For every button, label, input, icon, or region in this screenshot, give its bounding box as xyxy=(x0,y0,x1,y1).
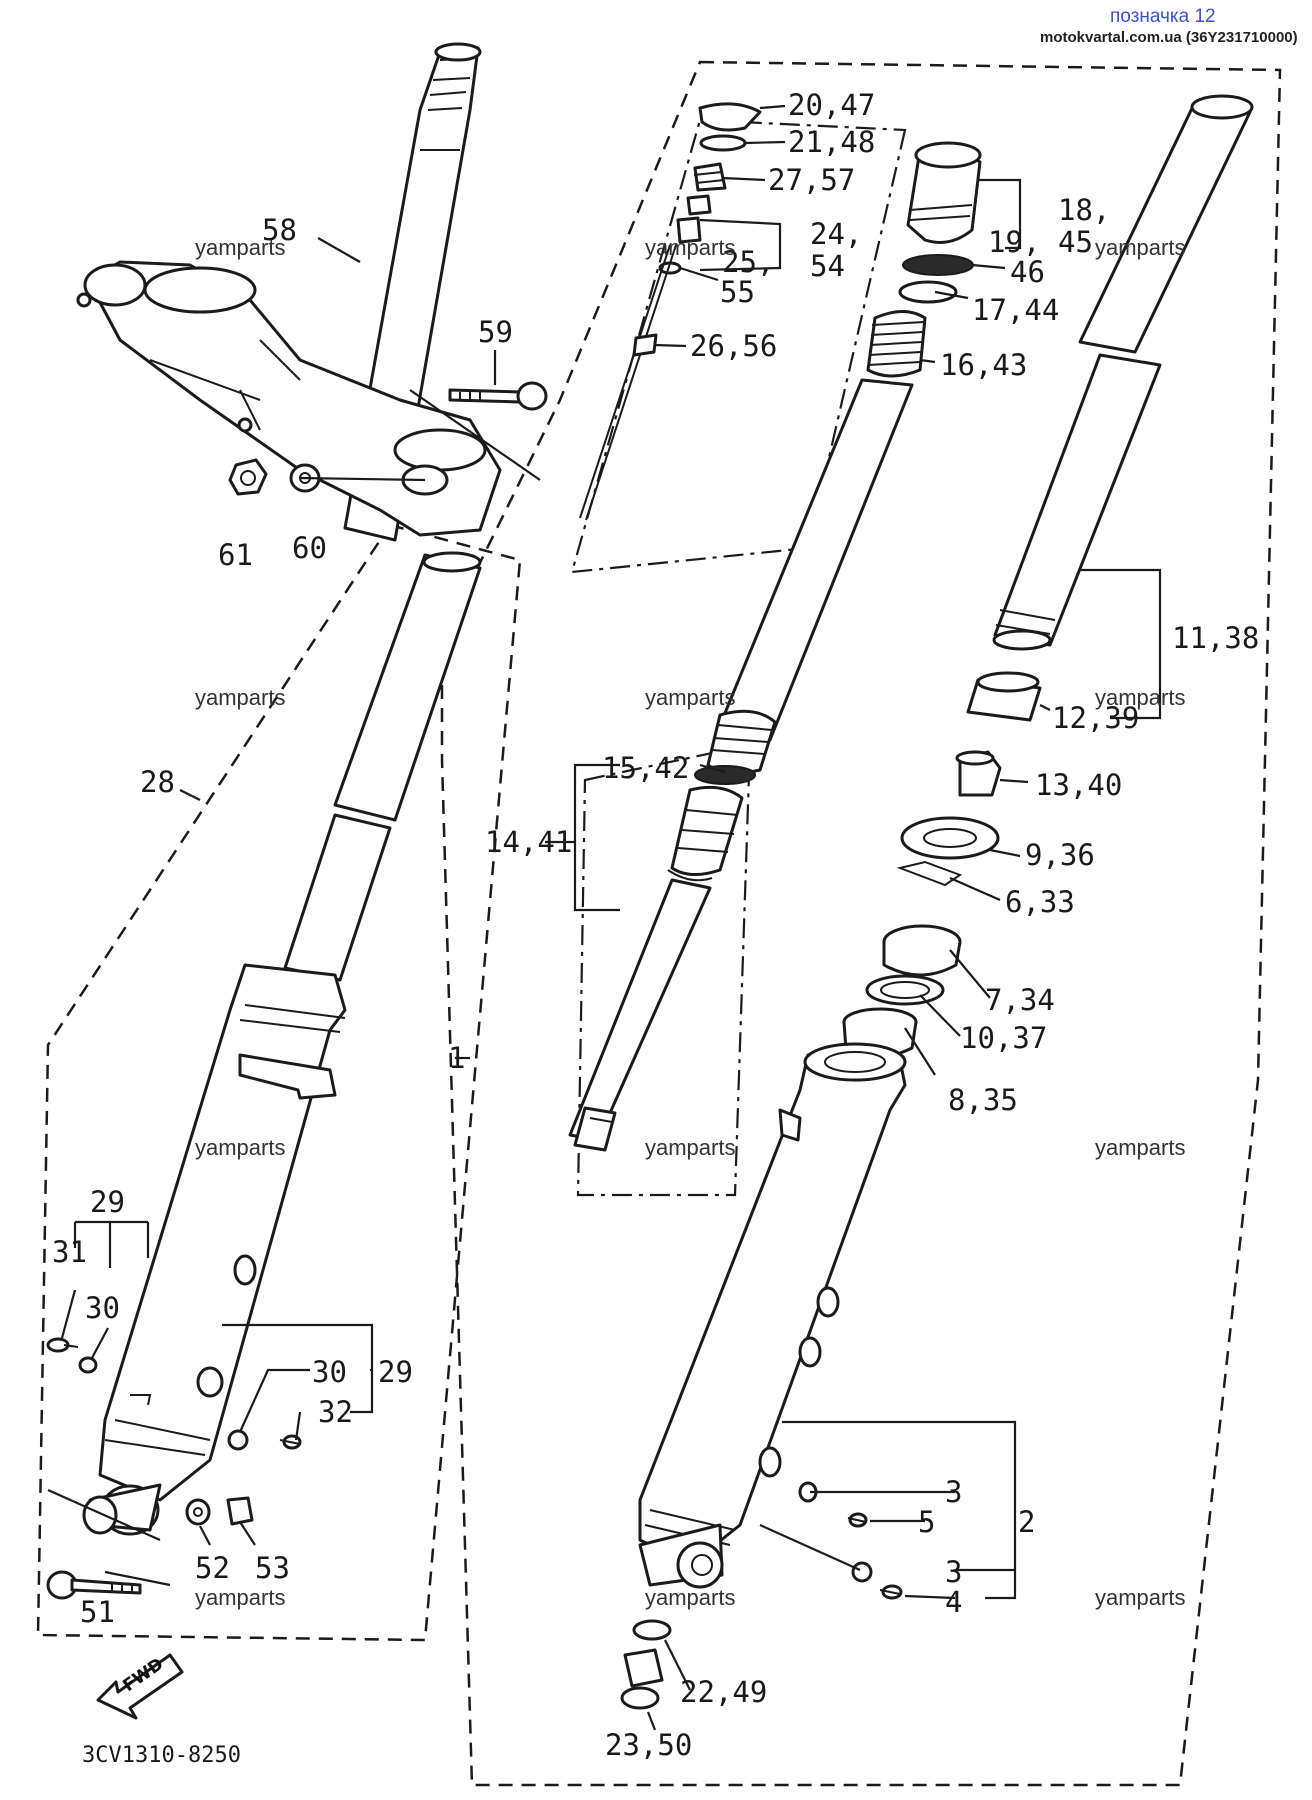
callout-24-54-bottom: 54 xyxy=(810,249,845,283)
callout-53: 53 xyxy=(255,1551,290,1585)
watermark: yamparts xyxy=(1095,1135,1185,1160)
callout-11-38: 11,38 xyxy=(1172,621,1259,655)
callout-25: 25, xyxy=(722,245,774,279)
callout-4: 4 xyxy=(945,1585,962,1619)
header-title: позначка 12 xyxy=(1110,6,1216,27)
nut-61 xyxy=(228,458,268,496)
callout-60: 60 xyxy=(292,531,327,565)
left-small-parts xyxy=(46,1337,302,1600)
header-source: motokvartal.com.ua (36Y231710000) xyxy=(1040,29,1298,46)
callout-labels: 58 59 61 60 28 29 31 30 30 29 32 52 53 5… xyxy=(52,88,1259,1762)
callout-29-right: 29 xyxy=(378,1355,413,1389)
callout-18-45-bottom: 45 xyxy=(1058,225,1093,259)
callout-27-57: 27,57 xyxy=(768,163,855,197)
callout-61: 61 xyxy=(218,538,253,572)
callout-18-45-top: 18, xyxy=(1058,193,1110,227)
callout-3-top: 3 xyxy=(945,1475,962,1509)
right-bushing-seals xyxy=(842,671,1042,1059)
assembly-outline-left xyxy=(36,523,522,1642)
callout-6-33: 6,33 xyxy=(1005,885,1075,919)
watermark: yamparts xyxy=(645,235,735,260)
fork-spring-and-inner-tube-right xyxy=(694,141,982,785)
callout-29-top: 29 xyxy=(90,1185,125,1219)
callout-24-54-top: 24, xyxy=(810,217,862,251)
pinch-bolt-59 xyxy=(448,381,548,411)
callout-51: 51 xyxy=(80,1595,115,1629)
watermark: yamparts xyxy=(645,1585,735,1610)
watermark: yamparts xyxy=(195,685,285,710)
callout-21-48: 21,48 xyxy=(788,125,875,159)
callout-9-36: 9,36 xyxy=(1025,838,1095,872)
callout-19: 19, xyxy=(988,225,1040,259)
damper-group-outline-bottom xyxy=(576,743,752,1197)
callout-23-50: 23,50 xyxy=(605,1728,692,1762)
callout-20-47: 20,47 xyxy=(788,88,875,122)
left-inner-tube-lower xyxy=(283,813,392,982)
callout-15-42: 15,42 xyxy=(602,751,689,785)
callout-31: 31 xyxy=(52,1235,87,1269)
right-outer-tube xyxy=(638,1042,907,1589)
callout-58: 58 xyxy=(262,213,297,247)
left-inner-tube-upper xyxy=(333,551,482,822)
watermark: yamparts xyxy=(195,1585,285,1610)
callout-1: 1 xyxy=(448,1041,465,1075)
leader-lines xyxy=(47,104,1162,1731)
damper-cylinder xyxy=(568,785,744,1152)
forward-arrow-icon: FWD xyxy=(96,1653,184,1720)
callout-52: 52 xyxy=(195,1551,230,1585)
callout-3-bottom: 3 xyxy=(945,1555,962,1589)
watermarks: yamparts yamparts yamparts yamparts yamp… xyxy=(195,235,1185,1610)
watermark: yamparts xyxy=(1095,1585,1185,1610)
lower-bracket xyxy=(76,260,502,537)
callout-22-49: 22,49 xyxy=(680,1675,767,1709)
callout-26-56: 26,56 xyxy=(690,329,777,363)
watermark: yamparts xyxy=(1095,685,1185,710)
callout-30-left: 30 xyxy=(85,1291,120,1325)
callout-32: 32 xyxy=(318,1395,353,1429)
watermark: yamparts xyxy=(195,1135,285,1160)
callout-14-41: 14,41 xyxy=(485,825,572,859)
watermark: yamparts xyxy=(645,685,735,710)
callout-59: 59 xyxy=(478,315,513,349)
right-outer-tube-upper xyxy=(992,94,1254,651)
damper-rod-parts xyxy=(579,102,762,521)
callout-2: 2 xyxy=(1018,1505,1035,1539)
callout-12-39: 12,39 xyxy=(1052,701,1139,735)
left-outer-tube xyxy=(82,963,347,1536)
callout-7-34: 7,34 xyxy=(985,983,1055,1017)
callout-30-right: 30 xyxy=(312,1355,347,1389)
callout-16-43: 16,43 xyxy=(940,348,1027,382)
watermark: yamparts xyxy=(195,235,285,260)
watermark: yamparts xyxy=(1095,235,1185,260)
callout-13-40: 13,40 xyxy=(1035,768,1122,802)
watermark: yamparts xyxy=(645,1135,735,1160)
diagram-code: 3CV1310-8250 xyxy=(82,1743,241,1768)
callout-28: 28 xyxy=(140,765,175,799)
callout-55: 55 xyxy=(720,275,755,309)
callout-46: 46 xyxy=(1010,255,1045,289)
callout-5: 5 xyxy=(918,1505,935,1539)
assembly-outline-right xyxy=(440,60,1282,1787)
callout-10-37: 10,37 xyxy=(960,1021,1047,1055)
callout-17-44: 17,44 xyxy=(972,293,1059,327)
callout-8-35: 8,35 xyxy=(948,1083,1018,1117)
